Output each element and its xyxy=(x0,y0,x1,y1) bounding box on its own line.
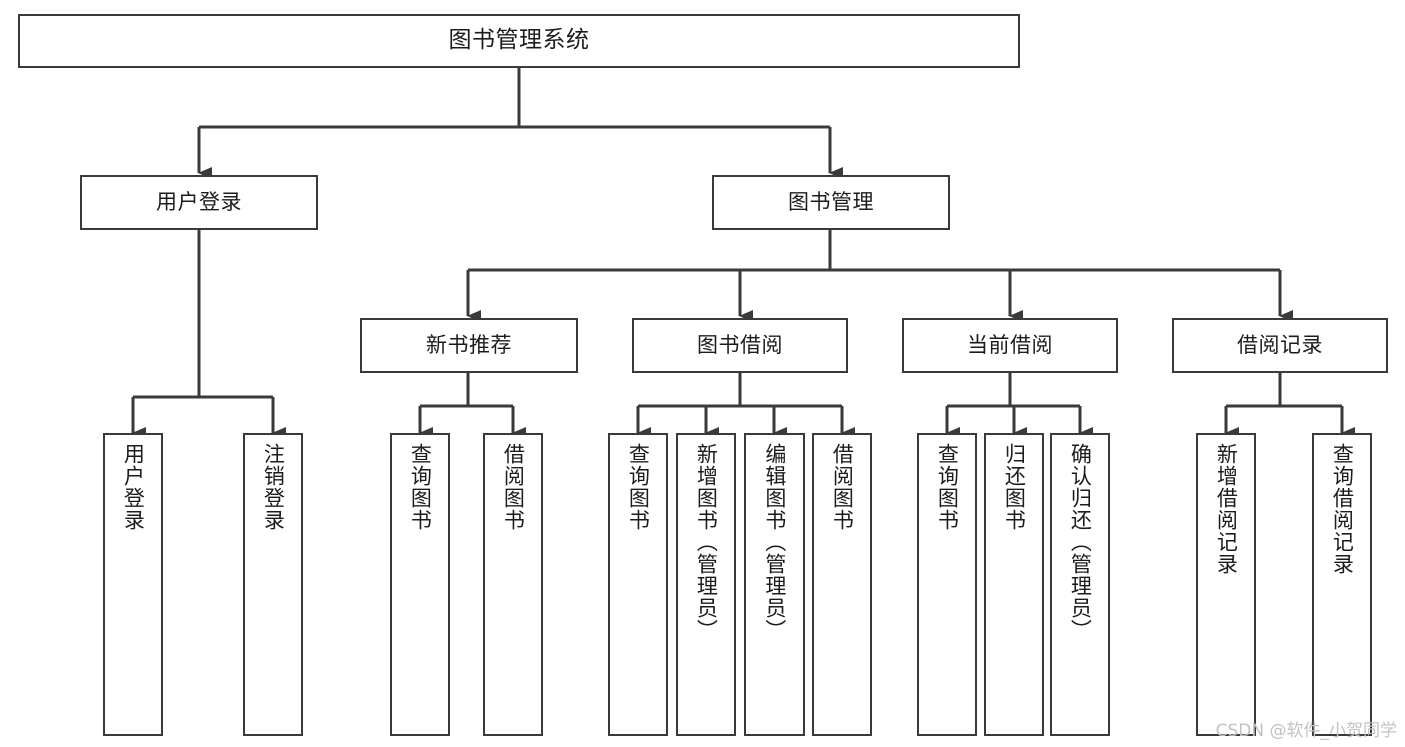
node-root[interactable]: 图书管理系统 xyxy=(18,14,1020,68)
node-leaf-user-logout[interactable]: 注销登录 xyxy=(243,433,303,736)
node-leaf-add-book[interactable]: 新增图书（管理员） xyxy=(676,433,736,736)
watermark-text: CSDN @软件_小贺同学 xyxy=(1215,721,1397,741)
node-book-manage-label: 图书管理 xyxy=(788,189,874,214)
node-borrow-record[interactable]: 借阅记录 xyxy=(1172,318,1388,373)
node-leaf-edit-book[interactable]: 编辑图书（管理员） xyxy=(744,433,805,736)
node-leaf-query-book-1-label: 查询图书 xyxy=(408,443,433,531)
node-book-borrow-label: 图书借阅 xyxy=(697,332,783,357)
node-leaf-query-book-3[interactable]: 查询图书 xyxy=(917,433,977,736)
node-leaf-confirm-return-label: 确认归还（管理员） xyxy=(1068,443,1093,641)
node-book-manage[interactable]: 图书管理 xyxy=(712,175,950,230)
node-leaf-user-login[interactable]: 用户登录 xyxy=(103,433,163,736)
node-leaf-borrow-book-1[interactable]: 借阅图书 xyxy=(483,433,543,736)
node-leaf-query-book-2[interactable]: 查询图书 xyxy=(608,433,668,736)
node-leaf-add-book-label: 新增图书（管理员） xyxy=(694,443,719,641)
node-new-book-recommend-label: 新书推荐 xyxy=(426,332,512,357)
node-leaf-query-record[interactable]: 查询借阅记录 xyxy=(1312,433,1372,736)
node-leaf-borrow-book-2-label: 借阅图书 xyxy=(830,443,855,531)
node-root-label: 图书管理系统 xyxy=(448,27,590,54)
node-leaf-query-book-3-label: 查询图书 xyxy=(935,443,960,531)
node-leaf-confirm-return[interactable]: 确认归还（管理员） xyxy=(1050,433,1110,736)
node-current-borrow[interactable]: 当前借阅 xyxy=(902,318,1118,373)
node-leaf-return-book-label: 归还图书 xyxy=(1002,443,1027,531)
node-leaf-add-record-label: 新增借阅记录 xyxy=(1214,443,1239,575)
node-leaf-user-logout-label: 注销登录 xyxy=(261,443,286,531)
node-new-book-recommend[interactable]: 新书推荐 xyxy=(360,318,578,373)
node-user-login-label: 用户登录 xyxy=(156,189,242,214)
node-borrow-record-label: 借阅记录 xyxy=(1237,332,1323,357)
node-leaf-borrow-book-2[interactable]: 借阅图书 xyxy=(812,433,872,736)
node-leaf-query-book-2-label: 查询图书 xyxy=(626,443,651,531)
node-leaf-edit-book-label: 编辑图书（管理员） xyxy=(762,443,787,641)
node-book-borrow[interactable]: 图书借阅 xyxy=(632,318,848,373)
node-leaf-borrow-book-1-label: 借阅图书 xyxy=(501,443,526,531)
node-leaf-return-book[interactable]: 归还图书 xyxy=(984,433,1044,736)
node-leaf-user-login-label: 用户登录 xyxy=(121,443,146,531)
node-user-login[interactable]: 用户登录 xyxy=(80,175,318,230)
node-leaf-query-record-label: 查询借阅记录 xyxy=(1330,443,1355,575)
node-leaf-add-record[interactable]: 新增借阅记录 xyxy=(1196,433,1256,736)
node-current-borrow-label: 当前借阅 xyxy=(967,332,1053,357)
node-leaf-query-book-1[interactable]: 查询图书 xyxy=(390,433,450,736)
